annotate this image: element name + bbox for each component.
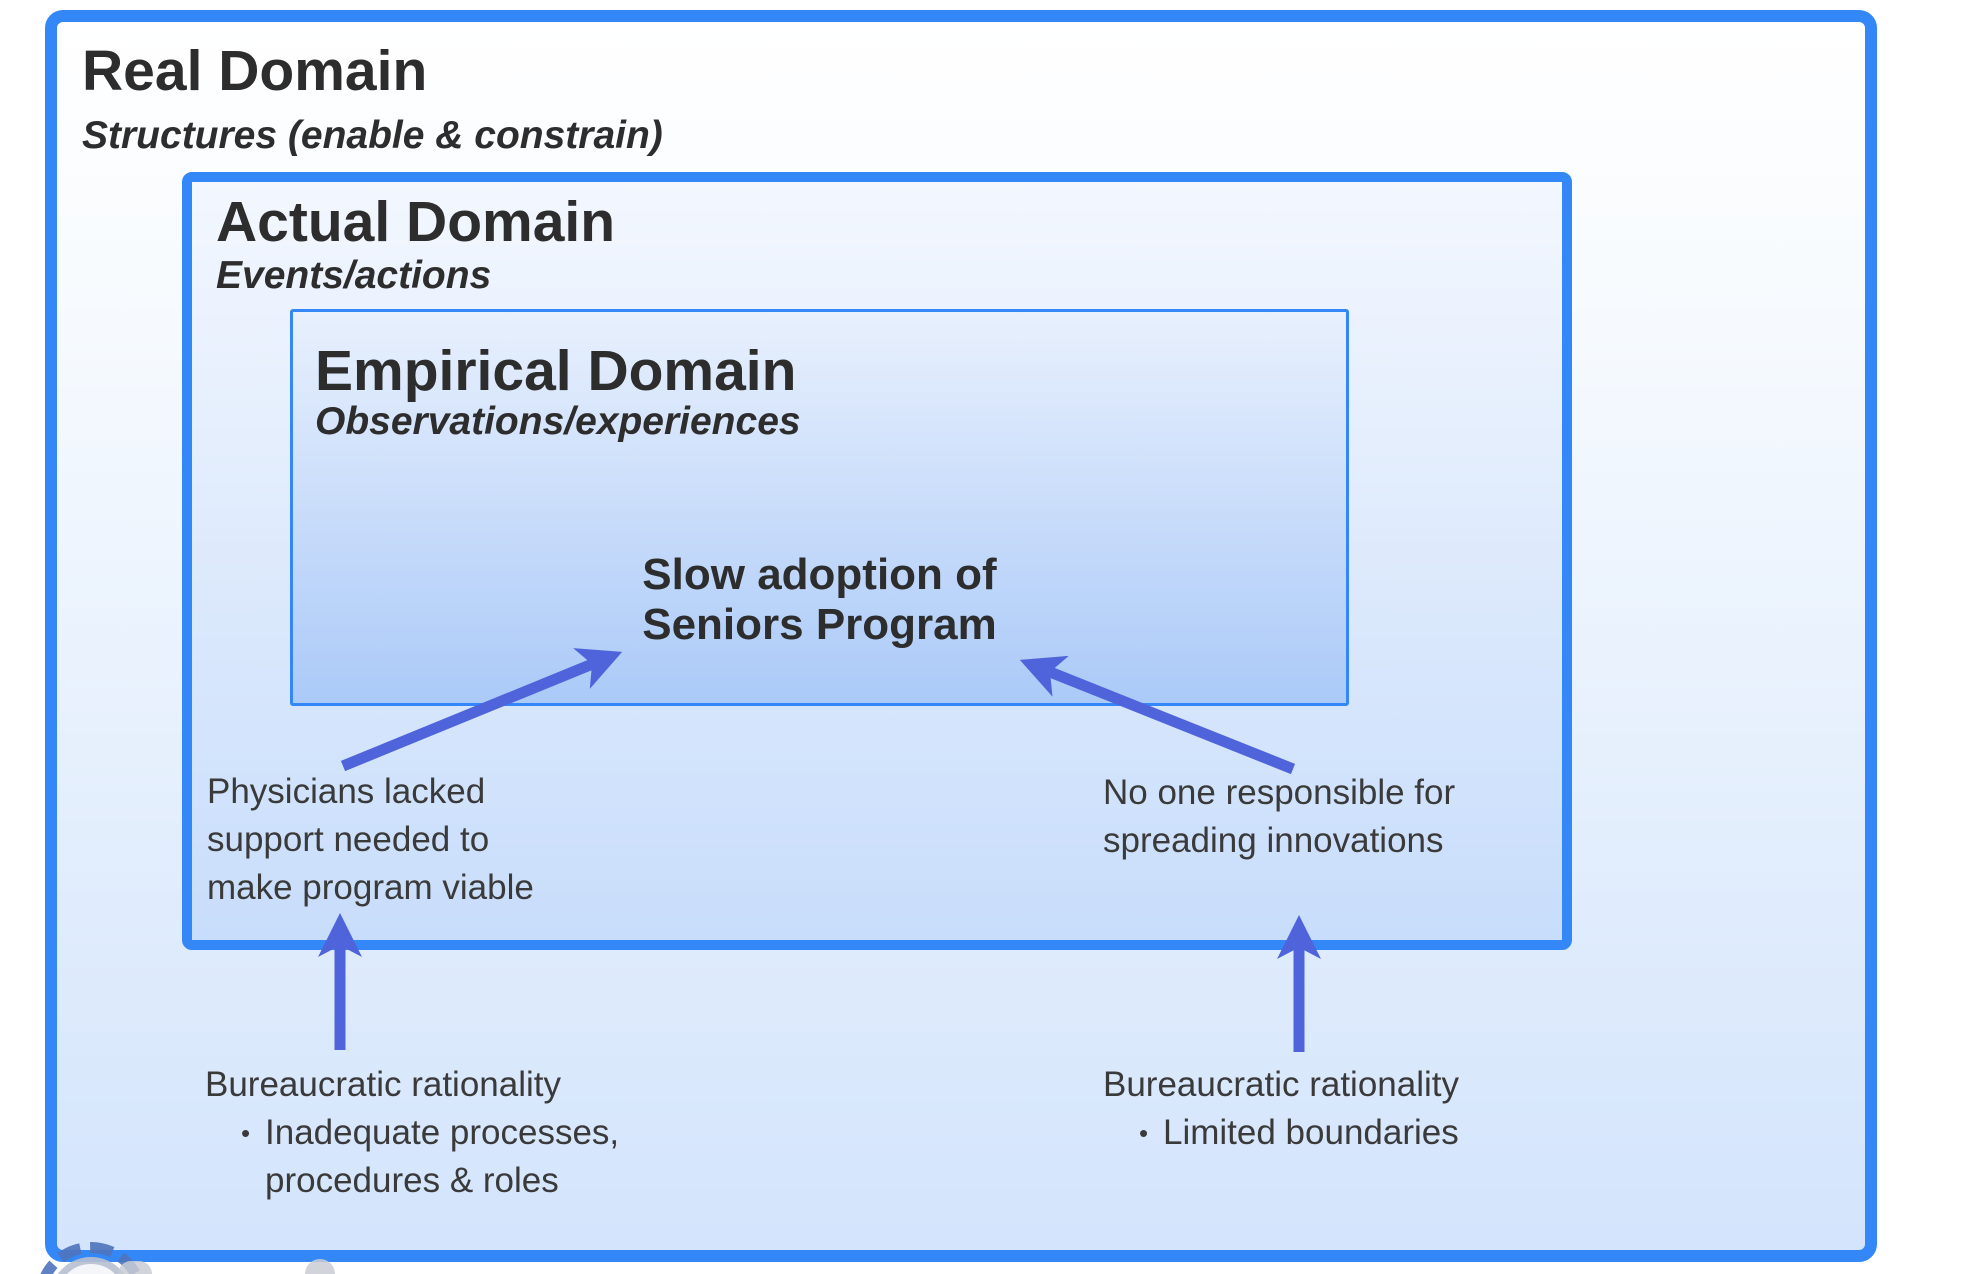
cause-left-text: Physicians lacked support needed to make… <box>207 772 534 907</box>
mechanism-left-heading: Bureaucratic rationality <box>205 1065 561 1104</box>
real-domain-title: Real Domain <box>82 39 428 103</box>
mechanism-left: Bureaucratic rationality Inadequate proc… <box>205 1061 685 1205</box>
empirical-event-label: Slow adoption of Seniors Program <box>642 550 997 649</box>
cause-right-text: No one responsible for spreading innovat… <box>1103 773 1456 860</box>
watermark-fragment <box>305 1259 335 1274</box>
empirical-domain-box: Empirical Domain Observations/experience… <box>290 309 1349 706</box>
empirical-domain-subtitle: Observations/experiences <box>315 400 801 443</box>
empirical-domain-title: Empirical Domain <box>315 339 797 403</box>
real-domain-subtitle: Structures (enable & constrain) <box>82 114 663 157</box>
mechanism-right-heading: Bureaucratic rationality <box>1103 1065 1459 1104</box>
mechanism-left-bullet: Inadequate processes, procedures & roles <box>205 1109 685 1205</box>
actual-domain-subtitle: Events/actions <box>216 254 492 297</box>
mechanism-right: Bureaucratic rationality Limited boundar… <box>1103 1061 1583 1157</box>
actual-domain-title: Actual Domain <box>216 190 616 254</box>
watermark-fragment <box>118 1261 152 1274</box>
mechanism-right-bullet: Limited boundaries <box>1103 1109 1583 1157</box>
